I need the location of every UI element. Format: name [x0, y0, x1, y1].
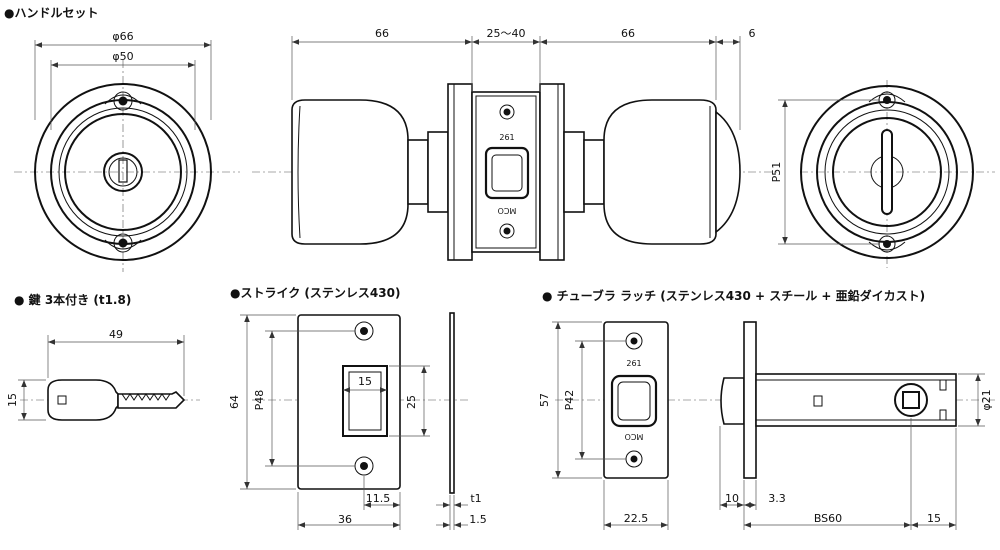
dim-latch-backset: BS60 [814, 512, 842, 525]
dim-strike-lip: 1.5 [469, 513, 487, 526]
section-title-strike: ●ストライク (ステンレス430) [230, 286, 400, 300]
dim-latch-tube-dia: φ21 [980, 389, 993, 410]
dim-side-knob-right: 66 [621, 27, 635, 40]
dim-strike-pitch: P48 [253, 390, 266, 411]
keyhole-icon [118, 159, 128, 183]
plate-mark-bottom: MCO [498, 206, 517, 215]
dim-side-knob-left: 66 [375, 27, 389, 40]
latch-face-mark-bottom: MCO [625, 432, 644, 441]
handle-front-view: φ66 φ50 [14, 30, 240, 272]
dim-latch-face-height: 57 [538, 393, 551, 407]
dim-front-outer-dia: φ66 [112, 30, 133, 43]
dim-strike-opening-width: 15 [358, 375, 372, 388]
dim-latch-tail: 15 [927, 512, 941, 525]
plate-mark-top: 261 [499, 133, 514, 142]
dim-side-backset-range: 25〜40 [487, 27, 526, 40]
key-drawing: 49 15 [6, 328, 200, 421]
dim-strike-thickness: t1 [470, 492, 481, 505]
strike-drawing: 64 P48 15 25 11.5 36 t1 1.5 [228, 312, 487, 530]
section-title-key: ● 鍵 3本付き (t1.8) [14, 292, 131, 307]
dim-strike-opening-height: 25 [405, 395, 418, 409]
dim-latch-face-width: 22.5 [624, 512, 649, 525]
dim-latch-pitch: P42 [563, 390, 576, 411]
dim-strike-edge-offset: 11.5 [366, 492, 391, 505]
section-title-latch: ● チューブラ ラッチ (ステンレス430 + スチール + 亜鉛ダイカスト) [542, 288, 925, 303]
section-title-handle-set: ●ハンドルセット [4, 6, 98, 20]
dim-key-length: 49 [109, 328, 123, 341]
dim-back-pitch: P51 [770, 162, 783, 183]
dim-strike-height: 64 [228, 395, 241, 409]
handle-side-view: 261 MCO 66 25〜40 66 6 [252, 27, 780, 261]
latch-face-mark-top: 261 [626, 359, 641, 368]
dim-front-inner-dia: φ50 [112, 50, 133, 63]
latch-drawing: 261 MCO 57 P42 22.5 10 3.3 [538, 321, 995, 530]
dim-key-height: 15 [6, 393, 19, 407]
dim-latch-plate-thickness: 3.3 [768, 492, 786, 505]
handle-back-view: P51 [770, 80, 995, 268]
thumb-turn-icon [881, 129, 893, 215]
dim-latch-bolt-projection: 10 [725, 492, 739, 505]
dim-side-rose: 6 [749, 27, 756, 40]
dim-strike-width: 36 [338, 513, 352, 526]
